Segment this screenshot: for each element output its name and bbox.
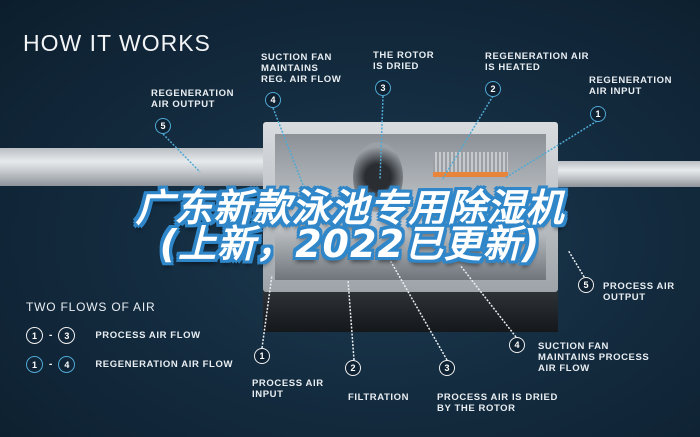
rotor bbox=[353, 142, 403, 212]
callout-process-1-badge: 1 bbox=[254, 348, 270, 364]
callout-regen-3-badge: 3 bbox=[375, 80, 391, 96]
callout-regen-1-badge: 1 bbox=[590, 106, 606, 122]
legend-process-to-badge: 3 bbox=[58, 327, 76, 344]
banner-title-line2: (上新，2022已更新) bbox=[159, 222, 541, 266]
callout-regen-air-output-label: REGENERATION AIR OUTPUT bbox=[151, 88, 235, 110]
legend-regen-from-badge: 1 bbox=[26, 356, 43, 373]
legend-process-from-badge: 1 bbox=[26, 327, 43, 344]
callout-suction-fan-process-label: SUCTION FAN MAINTAINS PROCESS AIR FLOW bbox=[538, 341, 650, 374]
callout-process-dried-label: PROCESS AIR IS DRIED BY THE ROTOR bbox=[437, 392, 558, 414]
legend-row-process: 1 - 3 PROCESS AIR FLOW bbox=[26, 327, 201, 344]
callout-process-4-badge: 4 bbox=[509, 337, 525, 353]
banner-title-line1: 广东新款泳池专用除湿机 bbox=[135, 186, 565, 230]
callout-process-5-badge: 5 bbox=[578, 277, 594, 293]
callout-regen-2-badge: 2 bbox=[485, 81, 501, 97]
callout-regen-5-badge: 5 bbox=[155, 118, 171, 134]
legend-regen-to-badge: 4 bbox=[58, 356, 76, 373]
legend-dash: - bbox=[49, 330, 53, 341]
legend-dash: - bbox=[49, 359, 53, 370]
left-duct bbox=[0, 148, 280, 186]
callout-process-3-badge: 3 bbox=[439, 360, 455, 376]
callout-rotor-dried-label: THE ROTOR IS DRIED bbox=[373, 50, 435, 72]
callout-regen-heated-label: REGENERATION AIR IS HEATED bbox=[485, 51, 590, 73]
callout-regen-4-badge: 4 bbox=[265, 92, 281, 108]
callout-process-air-input-label: PROCESS AIR INPUT bbox=[252, 378, 324, 400]
dehumidifier-unit bbox=[263, 122, 558, 332]
legend-regen-label: REGENERATION AIR FLOW bbox=[95, 359, 234, 370]
right-duct bbox=[555, 161, 700, 187]
callout-process-2-badge: 2 bbox=[345, 360, 361, 376]
legend-process-label: PROCESS AIR FLOW bbox=[95, 330, 201, 341]
heater bbox=[433, 152, 508, 177]
callout-suction-fan-reg-label: SUCTION FAN MAINTAINS REG. AIR FLOW bbox=[261, 52, 342, 85]
legend-title: TWO FLOWS OF AIR bbox=[26, 300, 156, 314]
callout-filtration-label: FILTRATION bbox=[348, 392, 410, 403]
page-title: HOW IT WORKS bbox=[23, 30, 211, 56]
legend-row-regeneration: 1 - 4 REGENERATION AIR FLOW bbox=[26, 356, 233, 373]
callout-process-air-output-label: PROCESS AIR OUTPUT bbox=[603, 281, 675, 303]
unit-base bbox=[263, 292, 558, 332]
callout-regen-air-input-label: REGENERATION AIR INPUT bbox=[589, 75, 673, 97]
